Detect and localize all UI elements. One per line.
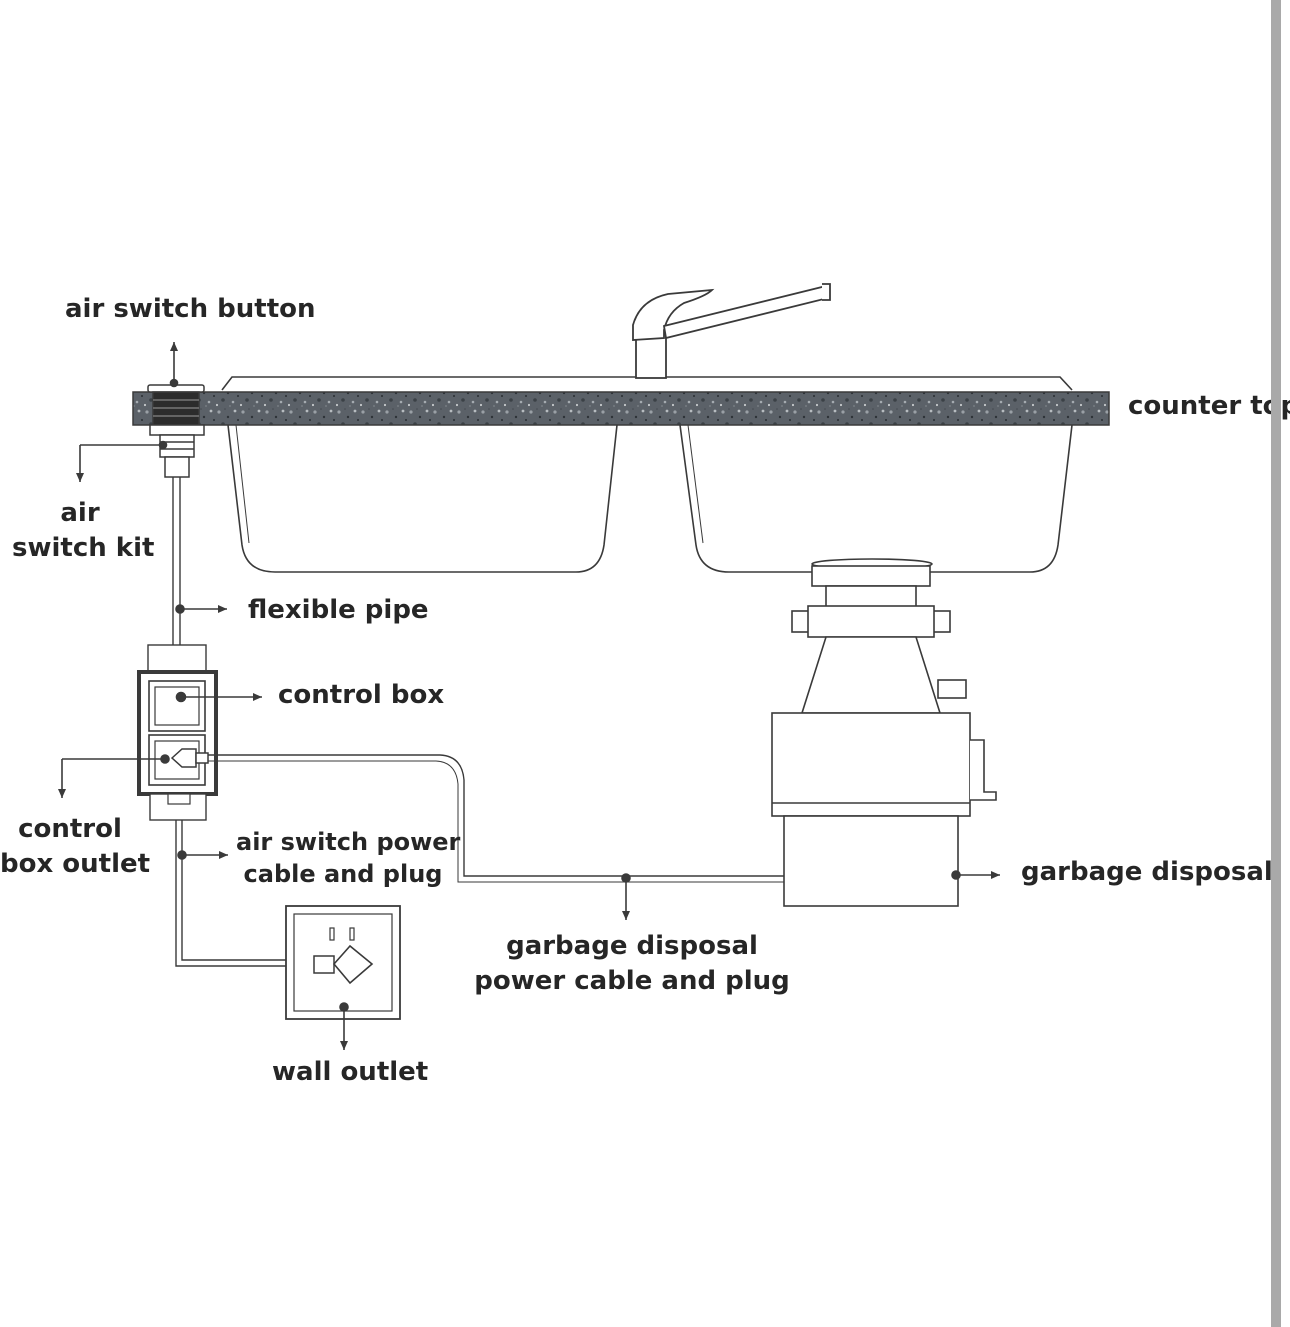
- garbage-disposal-power-cable-line: [208, 754, 784, 883]
- label-air-switch-power-cable: air switch power cable and plug: [236, 826, 461, 890]
- label-garbage-disposal-power-cable: garbage disposal power cable and plug: [470, 929, 794, 999]
- label-air-switch-kit: air switch kit: [12, 496, 155, 566]
- counter-top: [132, 391, 1110, 426]
- faucet: [632, 283, 831, 379]
- label-air-switch-kit-line-2: switch kit: [12, 533, 155, 563]
- air-switch-kit: [149, 424, 205, 478]
- air-switch-button: [147, 384, 205, 426]
- label-air-switch-kit-line-1: air: [60, 498, 100, 528]
- garbage-disposal: [771, 558, 997, 907]
- label-air-switch-power-cable-line-1: air switch power: [236, 828, 461, 856]
- label-control-box-outlet-line-2: box outlet: [0, 849, 151, 879]
- label-air-switch-button: air switch button: [65, 294, 316, 324]
- label-garbage-disposal-power-cable-line-2: power cable and plug: [474, 966, 790, 996]
- label-control-box-outlet: control box outlet: [0, 812, 151, 882]
- label-air-switch-power-cable-line-2: cable and plug: [243, 860, 443, 888]
- flexible-pipe-line: [172, 477, 181, 648]
- leader-lines: [58, 342, 1000, 1050]
- label-control-box: control box: [278, 680, 445, 710]
- label-counter-top: counter top: [1128, 391, 1290, 421]
- label-flexible-pipe: flexible pipe: [248, 595, 429, 625]
- label-garbage-disposal-power-cable-line-1: garbage disposal: [506, 931, 758, 961]
- air-switch-power-cable-line: [175, 820, 318, 967]
- right-edge-bar: [1271, 0, 1281, 1327]
- control-box: [137, 644, 218, 821]
- label-control-box-outlet-line-1: control: [18, 814, 122, 844]
- wall-outlet: [285, 905, 401, 1020]
- label-wall-outlet: wall outlet: [272, 1057, 429, 1087]
- label-garbage-disposal: garbage disposal: [1021, 857, 1273, 887]
